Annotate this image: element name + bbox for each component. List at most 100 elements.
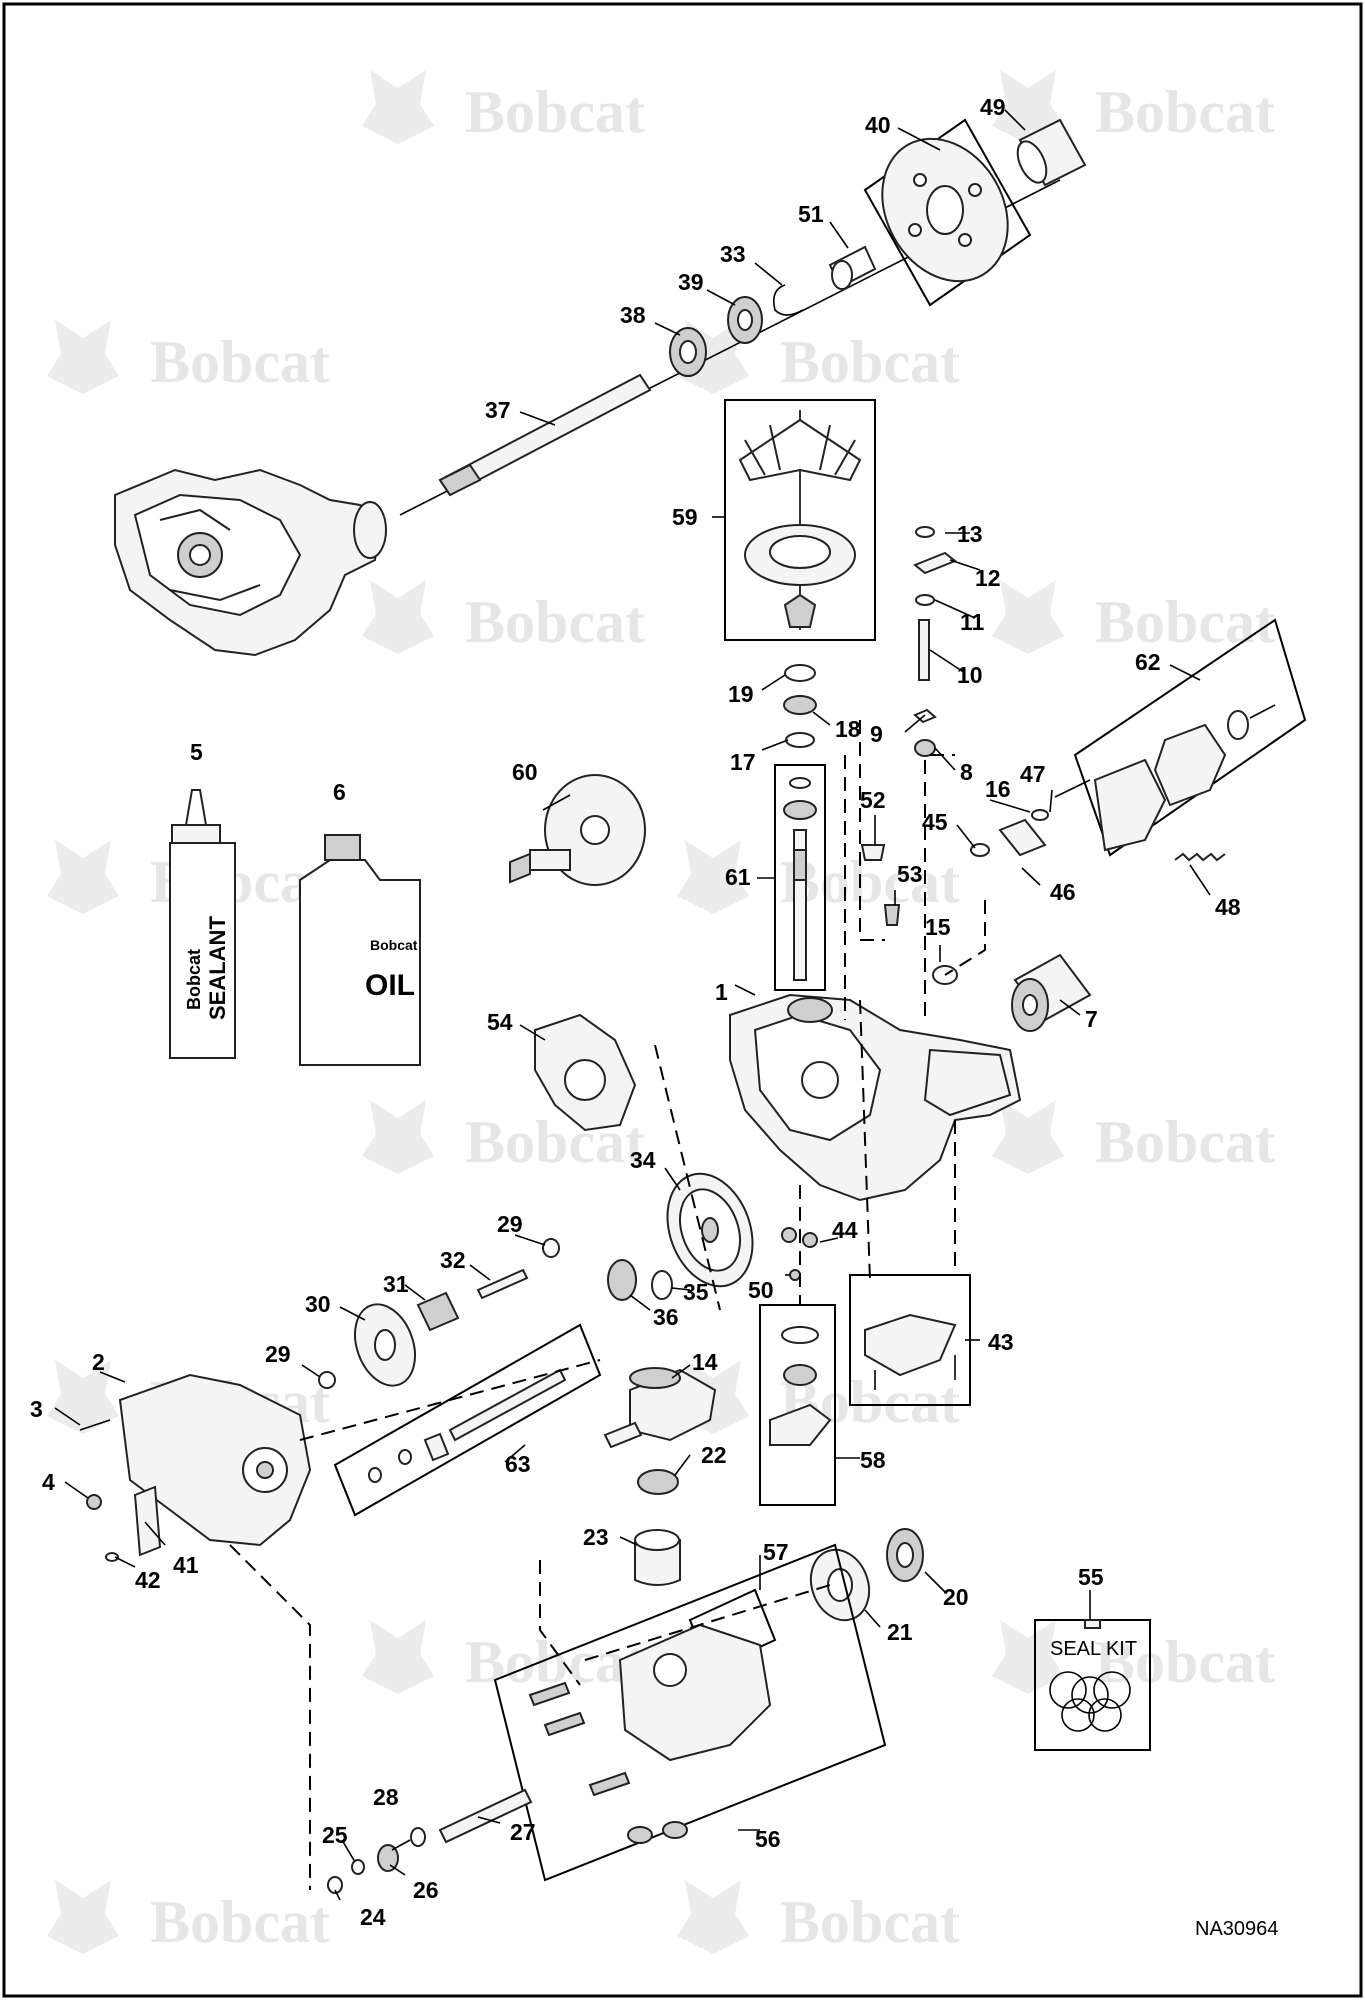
callout-13: 13 <box>957 521 983 547</box>
callout-24: 24 <box>360 1904 386 1930</box>
left-end-cover <box>118 1373 312 1557</box>
callout-55: 55 <box>1078 1564 1104 1590</box>
seal-kit: SEAL KIT <box>1034 1619 1151 1751</box>
watermark-text: Bobcat <box>1095 79 1275 145</box>
callout-9: 9 <box>870 721 883 747</box>
callout-leaders <box>54 109 1211 1901</box>
watermark-text: Bobcat <box>1095 1629 1275 1695</box>
watermark-text: Bobcat <box>1095 589 1275 655</box>
alignment-lines <box>229 720 986 1890</box>
gear-train-parts <box>318 1238 673 1389</box>
callout-22: 22 <box>701 1442 727 1468</box>
callout-46: 46 <box>1050 879 1076 905</box>
callout-30: 30 <box>305 1291 331 1317</box>
callout-26: 26 <box>413 1877 439 1903</box>
hub-cap <box>1016 118 1087 187</box>
pump-input-shaft <box>327 1788 533 1894</box>
watermark-text: Bobcat <box>465 589 645 655</box>
callout-60: 60 <box>512 759 538 785</box>
callout-38: 38 <box>620 302 646 328</box>
callout-27: 27 <box>510 1819 536 1845</box>
output-shaft-assembly <box>333 1323 602 1517</box>
callout-6: 6 <box>333 779 346 805</box>
callout-12: 12 <box>975 565 1001 591</box>
main-housing <box>729 993 1022 1202</box>
sealant-tube: Bobcat SEALANT <box>169 789 236 1059</box>
pump-housing <box>603 1367 717 1449</box>
control-arm-hardware <box>913 526 957 757</box>
callout-54: 54 <box>487 1009 513 1035</box>
input-seal-stack <box>783 664 817 748</box>
watermark-text: Bobcat <box>150 1889 330 1955</box>
shaft-washer-group <box>970 779 1091 857</box>
watermark-text: Bobcat <box>1095 1109 1275 1175</box>
drive-pulley-hub <box>509 774 646 886</box>
callout-57: 57 <box>763 1539 789 1565</box>
callout-35: 35 <box>683 1279 709 1305</box>
oil-filter <box>1011 953 1092 1032</box>
callout-52: 52 <box>860 787 886 813</box>
callout-5: 5 <box>190 739 203 765</box>
callout-20: 20 <box>943 1584 969 1610</box>
control-arm-assembly <box>1073 618 1307 857</box>
oil-brand: Bobcat <box>370 937 418 953</box>
callout-41: 41 <box>173 1552 199 1578</box>
callout-18: 18 <box>835 716 861 742</box>
callout-16: 16 <box>985 776 1011 802</box>
main-drive-gear <box>666 1172 754 1288</box>
callout-11: 11 <box>960 609 985 635</box>
callout-47: 47 <box>1020 761 1046 787</box>
axle-shaft <box>438 373 652 497</box>
callout-17: 17 <box>730 749 756 775</box>
callout-25: 25 <box>322 1822 348 1848</box>
callout-43: 43 <box>988 1329 1014 1355</box>
callout-37: 37 <box>485 397 511 423</box>
bypass-valve-assembly <box>759 1304 836 1506</box>
callout-19: 19 <box>728 681 754 707</box>
oil-product: OIL <box>365 969 415 1002</box>
callout-7: 7 <box>1085 1006 1098 1032</box>
callout-32: 32 <box>440 1247 466 1273</box>
plug-hardware <box>781 1227 818 1281</box>
seal-kit-label: SEAL KIT <box>1050 1638 1137 1660</box>
watermark-text: Bobcat <box>465 79 645 145</box>
callout-40: 40 <box>865 112 891 138</box>
watermark-text: Bobcat <box>780 329 960 395</box>
return-spring <box>1174 852 1226 862</box>
callout-49: 49 <box>980 94 1006 120</box>
callout-29-upper: 29 <box>497 1211 523 1237</box>
callout-29-lower: 29 <box>265 1341 291 1367</box>
callout-42: 42 <box>135 1567 161 1593</box>
wheel-hub <box>863 118 1032 307</box>
callout-23: 23 <box>583 1524 609 1550</box>
callout-39: 39 <box>678 269 704 295</box>
callout-53: 53 <box>897 861 923 887</box>
pump-seal <box>637 1469 679 1495</box>
fastener-group-left <box>79 1419 119 1562</box>
watermark-text: Bobcat <box>150 329 330 395</box>
callout-61: 61 <box>725 864 751 890</box>
watermark-text: Bobcat <box>780 1889 960 1955</box>
callout-4: 4 <box>42 1469 55 1495</box>
callout-56: 56 <box>755 1826 781 1852</box>
watermark-layer: Bobcat Bobcat Bobcat Bobcat Bobcat Bobca… <box>47 70 1275 1955</box>
callout-58: 58 <box>860 1447 886 1473</box>
callout-44: 44 <box>832 1217 858 1243</box>
breather-cap <box>860 844 886 861</box>
callout-2: 2 <box>92 1349 105 1375</box>
callout-14: 14 <box>692 1349 718 1375</box>
callout-28: 28 <box>373 1784 399 1810</box>
callout-1: 1 <box>715 979 728 1005</box>
callout-21: 21 <box>887 1619 913 1645</box>
callout-3: 3 <box>30 1396 43 1422</box>
callout-10: 10 <box>957 662 983 688</box>
callout-51: 51 <box>798 201 824 227</box>
callout-45: 45 <box>922 809 948 835</box>
fan-pulley-assembly <box>724 399 876 641</box>
callout-15: 15 <box>925 914 951 940</box>
drawing-code: NA30964 <box>1195 1918 1278 1940</box>
callout-36: 36 <box>653 1304 679 1330</box>
callout-33: 33 <box>720 241 746 267</box>
housing-side-cover <box>534 1013 637 1132</box>
